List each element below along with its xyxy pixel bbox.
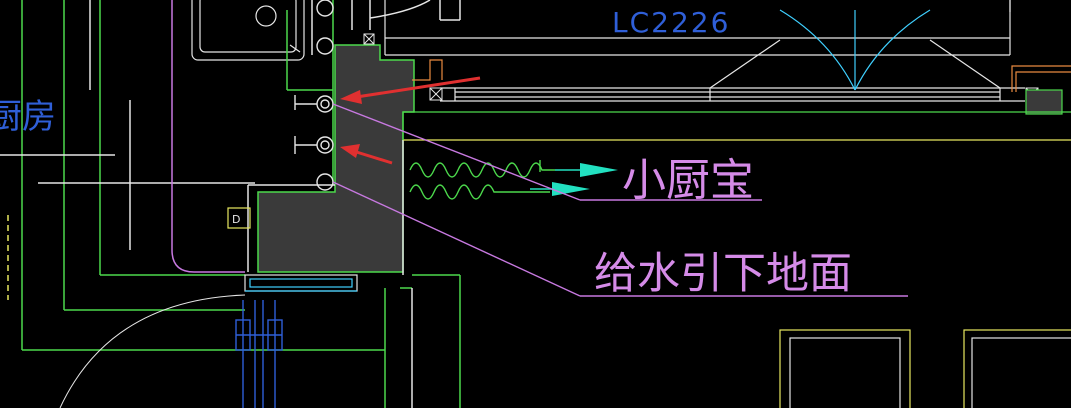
circle-pipe-icon (316, 37, 334, 55)
bottom-right-fixtures (779, 329, 1071, 408)
kitchen-counter-lines (402, 111, 1071, 141)
corner-cross-markers (363, 33, 1039, 101)
pipe-shaft-fill (257, 44, 415, 273)
window-lc2226 (384, 0, 1025, 102)
circle-pipe-icon (316, 136, 334, 154)
left-walls (0, 0, 461, 408)
riser-lines (286, 0, 461, 185)
cyan-arrow-icon (530, 163, 618, 196)
door-threshold (244, 274, 358, 292)
column-outline (171, 0, 245, 273)
circle-pipe-icon (316, 95, 334, 113)
orange-bracket (412, 59, 1071, 92)
circle-pipe-icon (316, 173, 334, 191)
small-kitchen-treasure-label: 小厨宝 (622, 155, 754, 206)
room-fragment-label: 厨房 (0, 97, 56, 137)
door-swing-arc (59, 294, 246, 408)
box-letter-label: D (232, 213, 240, 226)
window-code-label: LC2226 (612, 6, 730, 39)
letter-box (227, 207, 251, 229)
pipe-circles (294, 0, 334, 191)
water-heater-coil (409, 160, 555, 200)
water-supply-down-label: 给水引下地面 (594, 249, 852, 299)
right-column-fill (1025, 89, 1063, 115)
sink-fixture (191, 0, 305, 61)
leader-lines (332, 103, 908, 297)
red-arrow-icon (340, 76, 481, 165)
blue-pipe-stack (235, 300, 283, 408)
circle-pipe-icon (316, 0, 334, 17)
